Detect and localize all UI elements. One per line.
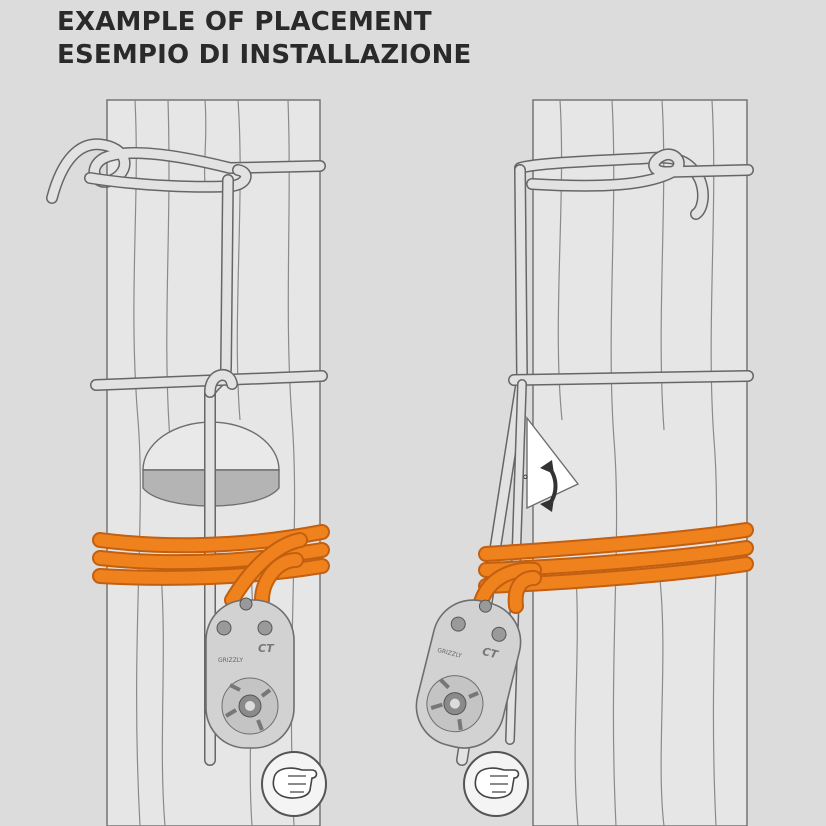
svg-text:CT: CT: [481, 645, 501, 662]
pulley-right: GRIZZLY CT: [415, 599, 522, 749]
orange-sling-right: [472, 522, 754, 614]
orange-sling-left: [92, 524, 330, 608]
angle-arrow-icon: [540, 460, 558, 512]
svg-text:CT: CT: [258, 642, 275, 655]
title-line-english: EXAMPLE OF PLACEMENT: [57, 7, 432, 37]
title-line-italian: ESEMPIO DI INSTALLAZIONE: [57, 40, 472, 70]
page-title: EXAMPLE OF PLACEMENT ESEMPIO DI INSTALLA…: [57, 6, 472, 72]
svg-text:GRIZZLY: GRIZZLY: [218, 657, 243, 664]
rope-anchor-left: [46, 138, 328, 766]
pulley-left: GRIZZLY CT: [205, 597, 295, 749]
hand-pull-icon-left: [261, 751, 327, 817]
tree-trunk-right: [532, 99, 748, 826]
hand-pull-icon-right: [463, 751, 529, 817]
